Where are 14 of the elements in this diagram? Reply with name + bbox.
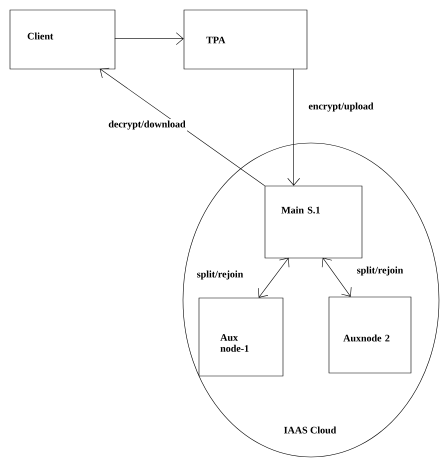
edge-label: split/rejoin [195, 268, 245, 282]
arrow [114, 32, 184, 45]
process-box: Main S.1 [264, 186, 362, 258]
process-box: TPA [184, 10, 308, 70]
process-box: Auxnode 2 [328, 296, 412, 374]
process-box: Aux node-1 [198, 298, 284, 376]
process-box: Client [10, 10, 116, 70]
arrow [100, 68, 265, 186]
arrow [258, 258, 290, 298]
arrow [322, 258, 352, 297]
edge-label: decrypt/download [106, 118, 188, 132]
arrow [287, 68, 300, 186]
edge-label: encrypt/upload [307, 100, 375, 114]
edge-label: split/rejoin [355, 264, 405, 278]
